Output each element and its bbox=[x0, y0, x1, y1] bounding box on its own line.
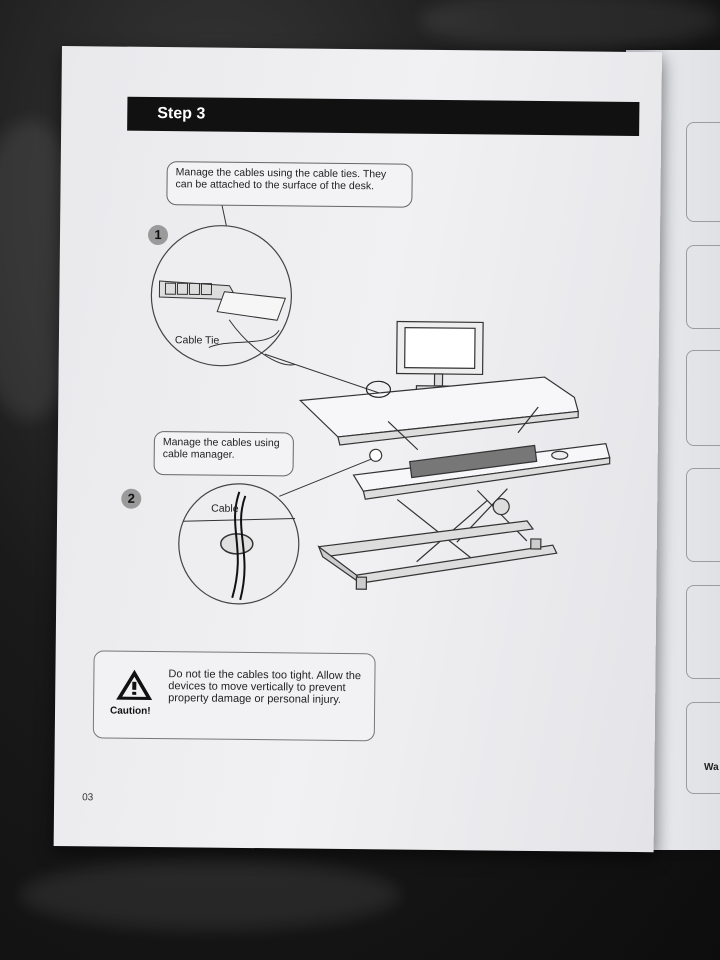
callout-cable-manager: Manage the cables using cable manager. bbox=[153, 430, 294, 477]
facing-page-panel bbox=[686, 245, 720, 329]
leader-line bbox=[279, 456, 376, 497]
cable-label: Cable bbox=[211, 503, 239, 515]
callout-cable-ties: Manage the cables using the cable ties. … bbox=[166, 161, 413, 208]
facing-page-panel bbox=[686, 702, 720, 794]
facing-page-panel bbox=[686, 585, 720, 679]
step-badge-1-text: 1 bbox=[154, 226, 162, 243]
plastic-sheen bbox=[20, 860, 400, 930]
facing-page-panel bbox=[686, 350, 720, 446]
step-badge-2: 2 bbox=[121, 488, 142, 509]
callout-cable-manager-text: Manage the cables using cable manager. bbox=[162, 436, 280, 461]
caution-label: Caution! bbox=[109, 705, 151, 717]
standing-desk-converter bbox=[298, 320, 611, 590]
facing-page-panel bbox=[686, 122, 720, 222]
step-badge-2-text: 2 bbox=[127, 490, 135, 506]
facing-page-text: Wa bbox=[704, 762, 719, 773]
detail-circle-cable-tie: Cable Tie bbox=[150, 225, 295, 367]
plastic-sheen bbox=[420, 0, 720, 50]
detail-circle-cable-manager: Cable bbox=[178, 483, 300, 605]
facing-page-panel bbox=[686, 468, 720, 562]
cable-tie-label: Cable Tie bbox=[175, 334, 220, 346]
caution-box: Caution! Do not tie the cables too tight… bbox=[92, 650, 376, 742]
assembly-illustration: Cable Tie Cable bbox=[150, 197, 611, 605]
caution-text: Do not tie the cables too tight. Allow t… bbox=[168, 668, 362, 706]
manual-page: Step 3 Cable Tie Cable bbox=[53, 46, 662, 853]
leader-line bbox=[264, 353, 381, 394]
warning-icon bbox=[116, 669, 153, 700]
callout-cable-ties-text: Manage the cables using the cable ties. … bbox=[175, 166, 387, 193]
page-number: 03 bbox=[82, 792, 94, 804]
step-badge-1: 1 bbox=[147, 224, 169, 246]
